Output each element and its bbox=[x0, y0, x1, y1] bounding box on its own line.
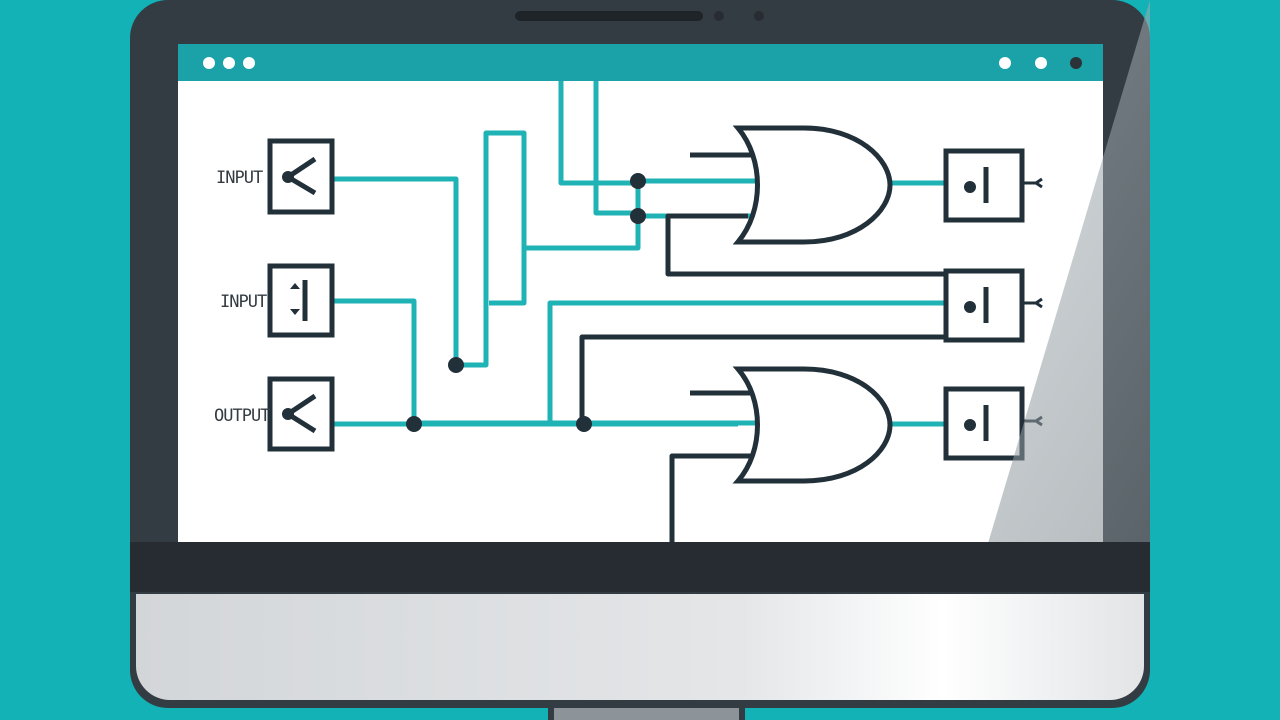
window-dot-icon[interactable] bbox=[243, 57, 255, 69]
logic-circuit-diagram: INPUT INPUT OUTPUT bbox=[214, 81, 1043, 542]
minimize-icon[interactable] bbox=[999, 57, 1011, 69]
window-dot-icon[interactable] bbox=[223, 57, 235, 69]
wire bbox=[547, 300, 948, 424]
or-gate-icon bbox=[732, 125, 893, 245]
input-switch-icon bbox=[267, 263, 335, 338]
input-label: INPUT bbox=[220, 292, 267, 312]
output-led-icon bbox=[943, 386, 1043, 461]
maximize-icon[interactable] bbox=[1035, 57, 1047, 69]
screen: INPUT INPUT OUTPUT bbox=[178, 44, 1103, 542]
wire bbox=[524, 213, 641, 251]
output-led-icon bbox=[943, 268, 1043, 343]
input-switch-icon bbox=[267, 138, 335, 215]
or-gate-icon bbox=[732, 366, 893, 484]
window-titlebar bbox=[178, 44, 1103, 81]
junction-dot bbox=[630, 173, 646, 189]
monitor-stand bbox=[548, 708, 745, 720]
junction-dot bbox=[576, 416, 592, 432]
close-icon[interactable] bbox=[1070, 57, 1082, 69]
junction-dot bbox=[448, 357, 464, 373]
camera-icon bbox=[714, 11, 724, 21]
wire bbox=[558, 81, 641, 216]
wire bbox=[669, 453, 756, 542]
sensor-icon bbox=[754, 11, 764, 21]
junction-dot bbox=[406, 416, 422, 432]
wire bbox=[665, 213, 948, 277]
junction-dot bbox=[630, 208, 646, 224]
window-dot-icon[interactable] bbox=[203, 57, 215, 69]
monitor: INPUT INPUT OUTPUT bbox=[130, 0, 1150, 708]
camera-slot bbox=[515, 11, 703, 21]
bezel-bottom bbox=[130, 542, 1150, 592]
wire bbox=[332, 298, 786, 426]
wire bbox=[332, 130, 527, 368]
output-label: OUTPUT bbox=[214, 406, 270, 426]
wire bbox=[579, 334, 948, 424]
monitor-chin bbox=[136, 594, 1144, 700]
input-label: INPUT bbox=[216, 168, 263, 188]
input-switch-icon bbox=[267, 376, 335, 452]
output-led-icon bbox=[943, 148, 1043, 223]
